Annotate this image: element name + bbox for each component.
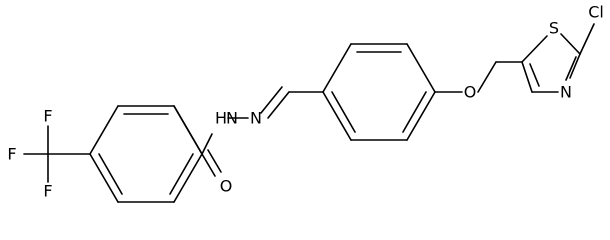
ring2-bond	[322, 91, 352, 141]
bond-carbonyl-oxygen	[201, 153, 216, 177]
bond-thiazole-cl	[579, 23, 595, 55]
ring1-bond	[89, 105, 119, 155]
thiazole-bond	[521, 61, 533, 93]
thiazole-inner-bond	[529, 63, 540, 87]
thiazole-bond	[569, 53, 581, 79]
thiazole-ring	[521, 23, 595, 93]
atom-label-hydrogen: H	[215, 109, 227, 128]
trifluoromethyl-group	[23, 125, 91, 183]
atom-label-carbonyl-oxygen: O	[220, 177, 233, 196]
bond-n-ch-double	[260, 86, 283, 114]
ring2-bond	[406, 91, 436, 141]
benzamide-ring	[89, 105, 203, 203]
ring1-bond	[173, 153, 203, 203]
atom-label-thiazole-sulfur: S	[549, 19, 559, 38]
hydrazide-linker	[173, 86, 324, 177]
phenylene-ring	[322, 43, 436, 141]
thiazole-bond	[521, 35, 548, 63]
ring2-inner-bond	[331, 91, 356, 133]
atom-label-thiazole-nitrogen: N	[560, 83, 572, 102]
atom-label-f2: F	[7, 145, 16, 164]
thiazole-bond	[560, 33, 581, 55]
atom-label-chlorine: Cl	[588, 3, 604, 22]
ring2-bond	[322, 43, 352, 93]
ring1-bond	[89, 153, 119, 203]
ring1-inner-bond	[98, 153, 123, 195]
atom-label-f3: F	[43, 182, 52, 201]
bond-carbonyl-oxygen-double	[207, 149, 222, 173]
ether-linker	[434, 61, 523, 93]
bond-n-ch	[267, 91, 290, 119]
chemical-structure: F F F O H N N O S N Cl	[7, 3, 604, 203]
atom-label-ether-oxygen: O	[464, 83, 477, 102]
ring1-inner-bond	[169, 153, 194, 195]
atom-label-imine-nitrogen: N	[250, 109, 262, 128]
thiazole-bond	[565, 56, 577, 81]
bond-oxygen-ch2	[477, 61, 497, 93]
bond-ring-carbonyl	[173, 105, 203, 155]
ring2-inner-bond	[402, 91, 427, 133]
atom-label-f1: F	[43, 107, 52, 126]
ring2-bond	[406, 43, 436, 93]
bond-carbonyl-nh	[201, 133, 213, 155]
atom-label-amide-nitrogen: N	[226, 109, 238, 128]
